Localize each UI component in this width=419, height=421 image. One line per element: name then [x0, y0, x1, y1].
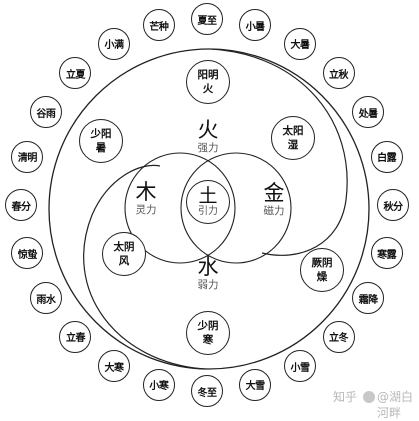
qi-shaoyin: 少阴 寒	[186, 311, 230, 355]
element-label: 灵力	[135, 204, 157, 216]
element-label: 磁力	[263, 205, 285, 217]
solar-term: 大暑	[284, 27, 316, 60]
qi-element: 风	[118, 255, 130, 267]
qi-yangming: 阳明 火	[186, 60, 230, 104]
qi-name: 太阳	[282, 125, 304, 137]
solar-term: 春分	[5, 189, 37, 221]
solar-term: 雨水	[29, 282, 62, 314]
qi-element: 寒	[202, 334, 214, 346]
solar-term: 立春	[59, 320, 92, 353]
element-label: 引力	[198, 206, 218, 217]
solar-term: 白露	[370, 140, 403, 173]
element-char: 金	[263, 181, 285, 205]
solar-term: 大寒	[98, 350, 130, 383]
qi-taiyin: 太阴 风	[102, 232, 146, 276]
watermark-author: @湖白河畔	[377, 390, 414, 420]
element-metal: 金 磁力	[252, 182, 296, 218]
qi-element: 暑	[95, 142, 107, 154]
solar-term: 芒种	[142, 9, 175, 42]
element-fire: 火 强力	[186, 119, 230, 155]
element-wood: 木 灵力	[124, 181, 168, 217]
solar-term: 立冬	[322, 320, 355, 353]
qi-name: 厥阴	[311, 257, 333, 269]
solar-term: 冬至	[191, 375, 223, 407]
left-center-arc	[124, 152, 236, 264]
qi-name: 太阴	[113, 241, 135, 253]
solar-term: 夏至	[191, 3, 223, 35]
solar-term: 清明	[11, 140, 44, 173]
qi-element: 火	[202, 83, 214, 95]
solar-term: 小雪	[284, 350, 316, 383]
element-label: 弱力	[197, 279, 219, 291]
solar-term: 小暑	[239, 9, 272, 42]
element-water: 水 弱力	[186, 256, 230, 292]
watermark-site: 知乎	[333, 390, 358, 404]
element-char: 火	[197, 118, 219, 142]
left-s-curve	[83, 164, 205, 370]
solar-term: 寒露	[370, 237, 403, 270]
element-char: 土	[198, 185, 218, 207]
outer-circle	[48, 48, 370, 370]
solar-term: 处暑	[352, 96, 385, 128]
qi-name: 少阴	[197, 320, 219, 332]
qi-jueyin: 厥阴 燥	[300, 248, 344, 292]
qi-taiyang: 太阳 湿	[271, 116, 315, 160]
qi-element: 燥	[316, 271, 328, 283]
watermark-avatar-icon	[363, 391, 375, 403]
qi-element: 湿	[287, 139, 299, 151]
center-earth: 土 引力	[186, 180, 230, 224]
right-s-curve	[211, 48, 348, 256]
solar-term: 霜降	[352, 282, 385, 314]
solar-term: 小满	[98, 27, 130, 60]
element-char: 水	[197, 255, 219, 279]
qi-shaoyang: 少阳 暑	[79, 119, 123, 163]
solar-term: 立秋	[322, 57, 355, 90]
solar-term: 秋分	[377, 189, 409, 221]
element-label: 强力	[197, 142, 219, 154]
solar-term: 立夏	[59, 57, 92, 90]
solar-term: 谷雨	[29, 96, 62, 128]
solar-term: 大雪	[239, 368, 272, 401]
right-center-arc	[180, 152, 292, 264]
qi-name: 阳明	[197, 69, 219, 81]
solar-term: 惊蛰	[11, 237, 44, 270]
solar-term: 小寒	[142, 368, 175, 401]
qi-name: 少阳	[90, 128, 112, 140]
element-char: 木	[135, 180, 157, 204]
